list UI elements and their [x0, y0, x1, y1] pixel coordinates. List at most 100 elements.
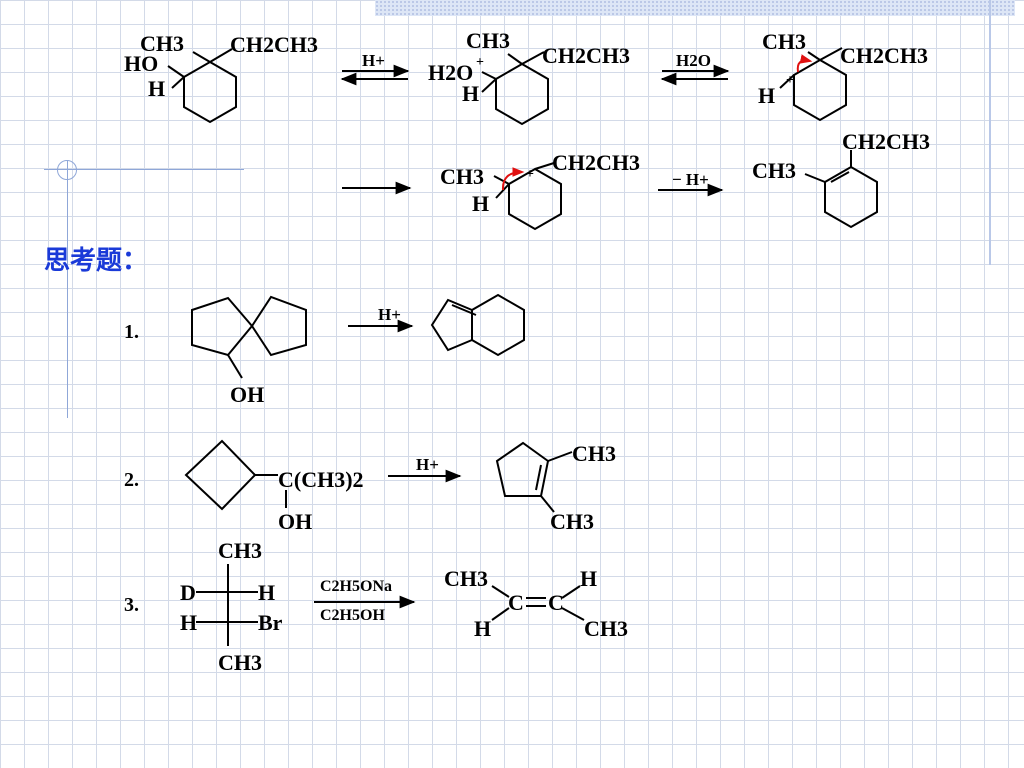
- label-br: Br: [258, 610, 283, 635]
- label-h-left: H: [180, 610, 197, 635]
- label-bottom-ch3: CH3: [218, 650, 262, 675]
- carbocation-2: CH2CH3 CH3 + H: [440, 150, 640, 231]
- label-ch3-right: CH3: [584, 616, 628, 641]
- oxonium-intermediate: CH3 CH2CH3 H2O + H: [428, 28, 630, 126]
- bond-ethyl: [534, 162, 555, 170]
- bond-h2o: [481, 71, 497, 80]
- cyclohexane-ring: [508, 167, 562, 231]
- reagent-h2o: H2O: [676, 51, 711, 70]
- label-h: H: [758, 83, 775, 108]
- minus-proton-arrow: − H+: [658, 170, 724, 197]
- problem-number: 3.: [124, 594, 139, 616]
- label-top-ch3: CH3: [218, 538, 262, 563]
- bond-h: [495, 183, 510, 199]
- equilibrium-arrow-h-plus: H+: [340, 51, 410, 86]
- bond-ethyl: [521, 51, 545, 65]
- alkene-product: CH2CH3 CH3: [752, 129, 930, 229]
- label-ch3-bottom: CH3: [550, 509, 594, 534]
- double-bond-inner: [830, 171, 850, 183]
- bond-h: [779, 74, 795, 89]
- label-ethyl: CH2CH3: [840, 43, 928, 68]
- label-c1: C: [508, 590, 524, 615]
- cyclobutane-ring: [184, 439, 257, 511]
- bond-oh: [227, 354, 243, 379]
- label-h-left: H: [474, 616, 491, 641]
- bond-ch3-bottom: [540, 495, 555, 513]
- bond-ch3: [507, 53, 523, 65]
- product-six-ring: [471, 293, 525, 357]
- label-plus: +: [476, 55, 484, 70]
- label-ethyl: CH2CH3: [542, 43, 630, 68]
- reagent-h-plus: H+: [416, 455, 439, 474]
- label-substituent: C(CH3)2: [278, 467, 364, 492]
- equilibrium-arrow-h2o: H2O: [660, 51, 730, 86]
- label-ch3: CH3: [752, 158, 796, 183]
- problem-number: 1.: [124, 321, 139, 343]
- bond-ch3-left: [491, 585, 510, 598]
- label-plus: +: [526, 167, 534, 182]
- label-ho: HO: [124, 51, 158, 76]
- label-oh: OH: [278, 509, 312, 534]
- reagent-minus-h-plus: − H+: [672, 170, 709, 189]
- decorative-horizontal-line: [44, 169, 244, 170]
- start-alcohol: CH3 CH2CH3 HO H: [124, 31, 318, 124]
- bond-h: [171, 76, 185, 89]
- bond-ch3-top: [547, 451, 573, 462]
- problem-2: 2. C(CH3)2 OH H+ CH3 CH3: [124, 439, 616, 534]
- problem-3: 3. CH3 D H H Br CH3 C2H5ONa C2H5OH CH3 C…: [124, 538, 628, 675]
- double-bond-inner: [535, 464, 542, 491]
- label-h-right: H: [258, 580, 275, 605]
- hydride-shift-arrow: [796, 54, 813, 73]
- bond-ch3: [804, 173, 826, 183]
- label-ch3-left: CH3: [444, 566, 488, 591]
- cyclohexane-ring: [793, 58, 847, 122]
- cyclohexane-ring: [183, 60, 237, 124]
- double-bond-inner: [451, 304, 477, 316]
- label-h2o: H2O: [428, 60, 473, 85]
- cyclopentene-ring: [495, 441, 550, 497]
- bond-ethyl: [819, 47, 843, 61]
- cyclohexene-ring: [824, 165, 878, 229]
- section-heading: 思考题：: [44, 246, 149, 276]
- cyclohexane-ring: [495, 62, 549, 126]
- cyclopentane-ring-right: [250, 295, 307, 357]
- label-oh: OH: [230, 382, 264, 407]
- label-d: D: [180, 580, 196, 605]
- reagent-top: C2H5ONa: [320, 578, 392, 595]
- problem-number: 2.: [124, 469, 139, 491]
- product-five-ring: [430, 298, 473, 352]
- bond-ch3: [807, 51, 821, 61]
- reagent-bottom: C2H5OH: [320, 607, 385, 624]
- label-plus: +: [786, 73, 794, 88]
- bond-ethyl: [209, 48, 233, 63]
- label-ethyl: CH2CH3: [842, 129, 930, 154]
- label-ch3: CH3: [762, 29, 806, 54]
- right-decorative-line: [989, 0, 991, 265]
- label-ethyl: CH2CH3: [230, 32, 318, 57]
- label-ch3: CH3: [440, 164, 484, 189]
- cyclopentane-ring-left: [191, 296, 254, 357]
- label-ch3: CH3: [140, 31, 184, 56]
- label-c2: C: [548, 590, 564, 615]
- bond-ch3-right: [561, 607, 585, 621]
- bond-ch3: [493, 175, 510, 185]
- top-decorative-band: [375, 0, 1015, 16]
- proton-loss-arrow: [501, 167, 525, 191]
- bond-h-left: [491, 607, 510, 621]
- bond-h: [481, 78, 497, 93]
- label-h: H: [148, 76, 165, 101]
- label-ch3-top: CH3: [572, 441, 616, 466]
- label-ch3: CH3: [466, 28, 510, 53]
- decorative-vertical-line: [67, 160, 68, 418]
- label-h: H: [472, 191, 489, 216]
- label-h: H: [462, 81, 479, 106]
- label-ethyl: CH2CH3: [552, 150, 640, 175]
- bond-oh: [167, 65, 185, 78]
- reagent-h-plus: H+: [362, 51, 385, 70]
- reagent-h-plus: H+: [378, 305, 401, 324]
- label-h-right: H: [580, 566, 597, 591]
- bond-h-right: [561, 585, 581, 599]
- decorative-circle: [57, 160, 77, 180]
- problem-1: 1. OH H+: [124, 293, 525, 407]
